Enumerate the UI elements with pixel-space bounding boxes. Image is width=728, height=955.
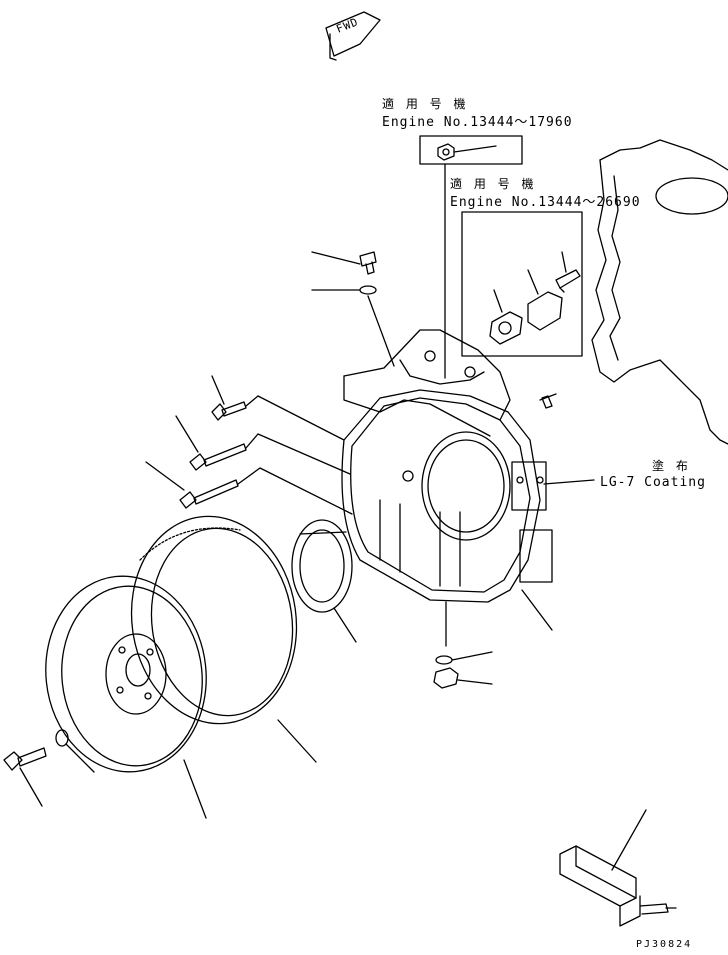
note-box-1 <box>419 135 523 165</box>
note-2-jp: 適 用 号 機 <box>450 177 538 191</box>
plug-part <box>437 143 497 161</box>
ring-gear <box>130 515 317 763</box>
note-1-jp: 適 用 号 機 <box>382 97 470 111</box>
housing-bolts-left <box>145 375 353 515</box>
drain-plug <box>433 589 553 689</box>
flywheel <box>45 575 207 819</box>
note-box-2 <box>461 211 583 357</box>
drawing-number: PJ30824 <box>636 939 693 950</box>
tool-part <box>559 809 677 927</box>
flywheel-bolt <box>3 729 95 807</box>
cover-plate-part <box>489 251 581 345</box>
flywheel-housing <box>341 329 557 603</box>
coating-jp: 塗 布 <box>652 459 692 473</box>
housing-bolt-top <box>311 251 395 367</box>
coating-en: LG-7 Coating <box>600 475 706 490</box>
note-1-en: Engine No.13444～17960 <box>382 115 573 130</box>
note-2-en: Engine No.13444～26690 <box>450 195 641 210</box>
oil-seal <box>291 519 357 643</box>
fwd-arrow-icon <box>325 11 381 61</box>
engine-block-outline <box>591 139 728 445</box>
coating-leader <box>543 479 595 485</box>
